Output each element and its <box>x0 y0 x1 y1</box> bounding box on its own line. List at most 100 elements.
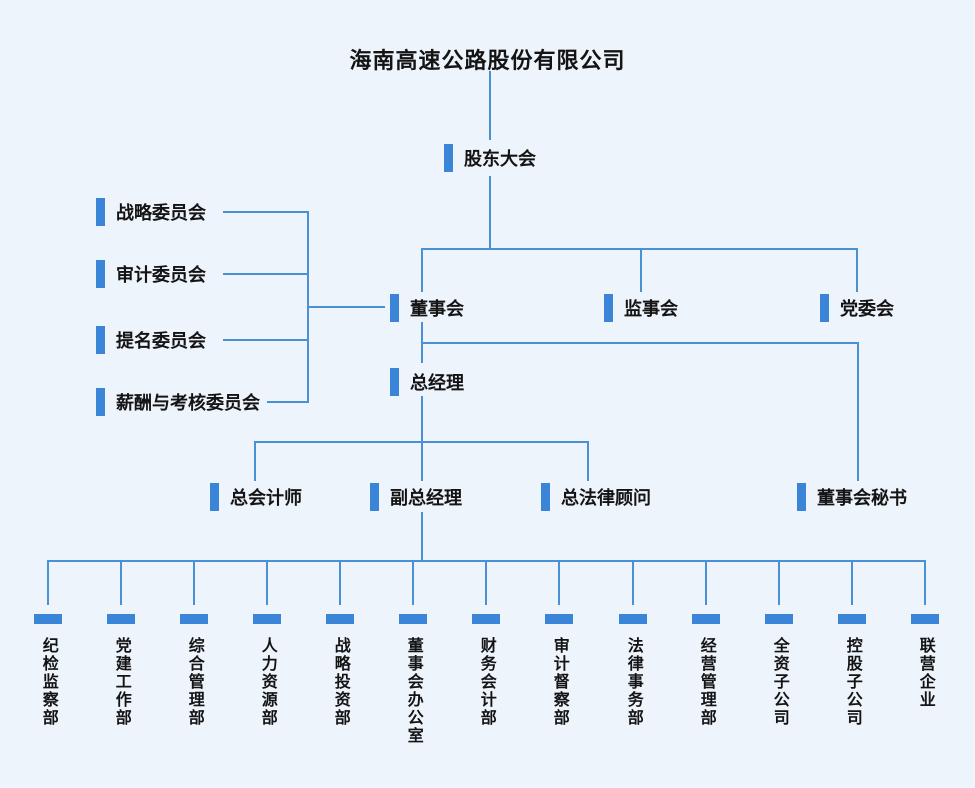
accent-bar <box>107 614 135 624</box>
connector-line <box>120 560 122 605</box>
node-label: 审计督察部 <box>550 637 568 727</box>
node-label: 总经理 <box>410 373 464 393</box>
node-deputy-general-manager: 副总经理 <box>370 483 462 511</box>
node-label: 党建工作部 <box>112 637 130 727</box>
accent-bar <box>180 614 208 624</box>
node-dept-strategic-investment: 战略投资部 <box>326 614 354 727</box>
connector-line <box>632 560 634 605</box>
node-label: 战略委员会 <box>116 203 206 223</box>
accent-bar <box>390 368 399 396</box>
connector-line <box>489 176 491 249</box>
connector-line <box>421 396 423 481</box>
node-label: 人力资源部 <box>258 637 276 727</box>
connector-line <box>421 512 423 561</box>
node-dept-audit-supervision: 审计督察部 <box>545 614 573 727</box>
connector-line <box>254 441 256 481</box>
accent-bar <box>545 614 573 624</box>
node-label: 经营管理部 <box>697 637 715 727</box>
node-label: 总会计师 <box>230 488 302 508</box>
connector-line <box>412 560 414 605</box>
connector-line <box>266 560 268 605</box>
node-dept-finance-accounting: 财务会计部 <box>472 614 500 727</box>
connector-line <box>489 71 491 140</box>
node-supervisory-board: 监事会 <box>604 294 678 322</box>
accent-bar <box>619 614 647 624</box>
accent-bar <box>34 614 62 624</box>
node-label: 董事会办公室 <box>404 637 422 745</box>
node-dept-party-building: 党建工作部 <box>107 614 135 727</box>
connector-line <box>339 560 341 605</box>
accent-bar <box>96 198 105 226</box>
connector-line <box>778 560 780 605</box>
accent-bar <box>96 326 105 354</box>
accent-bar <box>444 144 453 172</box>
node-label: 董事会秘书 <box>817 488 907 508</box>
node-audit-committee: 审计委员会 <box>96 260 206 288</box>
connector-line <box>267 401 308 403</box>
node-dept-operations-management: 经营管理部 <box>692 614 720 727</box>
node-label: 审计委员会 <box>116 265 206 285</box>
node-label: 财务会计部 <box>477 637 495 727</box>
node-dept-general-management: 综合管理部 <box>180 614 208 727</box>
connector-line <box>307 306 385 308</box>
accent-bar <box>911 614 939 624</box>
node-strategy-committee: 战略委员会 <box>96 198 206 226</box>
accent-bar <box>96 388 105 416</box>
accent-bar <box>210 483 219 511</box>
accent-bar <box>820 294 829 322</box>
connector-line <box>193 560 195 605</box>
node-label: 股东大会 <box>464 149 536 169</box>
node-label: 控股子公司 <box>843 637 861 727</box>
node-nomination-committee: 提名委员会 <box>96 326 206 354</box>
node-wholly-owned-subsidiaries: 全资子公司 <box>765 614 793 727</box>
node-label: 战略投资部 <box>331 637 349 727</box>
connector-line <box>421 342 858 344</box>
accent-bar <box>370 483 379 511</box>
connector-line <box>851 560 853 605</box>
connector-line <box>47 560 49 605</box>
node-chief-legal-counsel: 总法律顾问 <box>541 483 651 511</box>
connector-line <box>485 560 487 605</box>
company-title: 海南高速公路股份有限公司 <box>349 48 626 73</box>
node-dept-human-resources: 人力资源部 <box>253 614 281 727</box>
accent-bar <box>541 483 550 511</box>
connector-line <box>587 441 589 481</box>
node-label: 联营企业 <box>916 637 934 709</box>
node-label: 副总经理 <box>390 488 462 508</box>
node-general-manager: 总经理 <box>390 368 464 396</box>
connector-line <box>857 342 859 481</box>
accent-bar <box>253 614 281 624</box>
connector-line <box>558 560 560 605</box>
node-dept-legal-affairs: 法律事务部 <box>619 614 647 727</box>
connector-line <box>223 273 308 275</box>
accent-bar <box>399 614 427 624</box>
node-label: 薪酬与考核委员会 <box>116 393 260 413</box>
accent-bar <box>390 294 399 322</box>
node-label: 综合管理部 <box>185 637 203 727</box>
node-label: 提名委员会 <box>116 331 206 351</box>
node-label: 法律事务部 <box>624 637 642 727</box>
accent-bar <box>797 483 806 511</box>
node-board-secretary: 董事会秘书 <box>797 483 907 511</box>
node-joint-ventures: 联营企业 <box>911 614 939 709</box>
node-dept-discipline-inspection: 纪检监察部 <box>34 614 62 727</box>
connector-line <box>421 248 423 292</box>
accent-bar <box>326 614 354 624</box>
node-label: 党委会 <box>840 299 894 319</box>
node-shareholders-meeting: 股东大会 <box>444 144 536 172</box>
node-label: 总法律顾问 <box>561 488 651 508</box>
accent-bar <box>838 614 866 624</box>
node-label: 董事会 <box>410 299 464 319</box>
node-board-of-directors: 董事会 <box>390 294 464 322</box>
accent-bar <box>472 614 500 624</box>
node-label: 纪检监察部 <box>39 637 57 727</box>
connector-line <box>254 441 588 443</box>
connector-line <box>421 248 858 250</box>
connector-line <box>47 560 926 562</box>
accent-bar <box>604 294 613 322</box>
connector-line <box>924 560 926 605</box>
connector-line <box>640 248 642 292</box>
accent-bar <box>765 614 793 624</box>
node-party-committee: 党委会 <box>820 294 894 322</box>
